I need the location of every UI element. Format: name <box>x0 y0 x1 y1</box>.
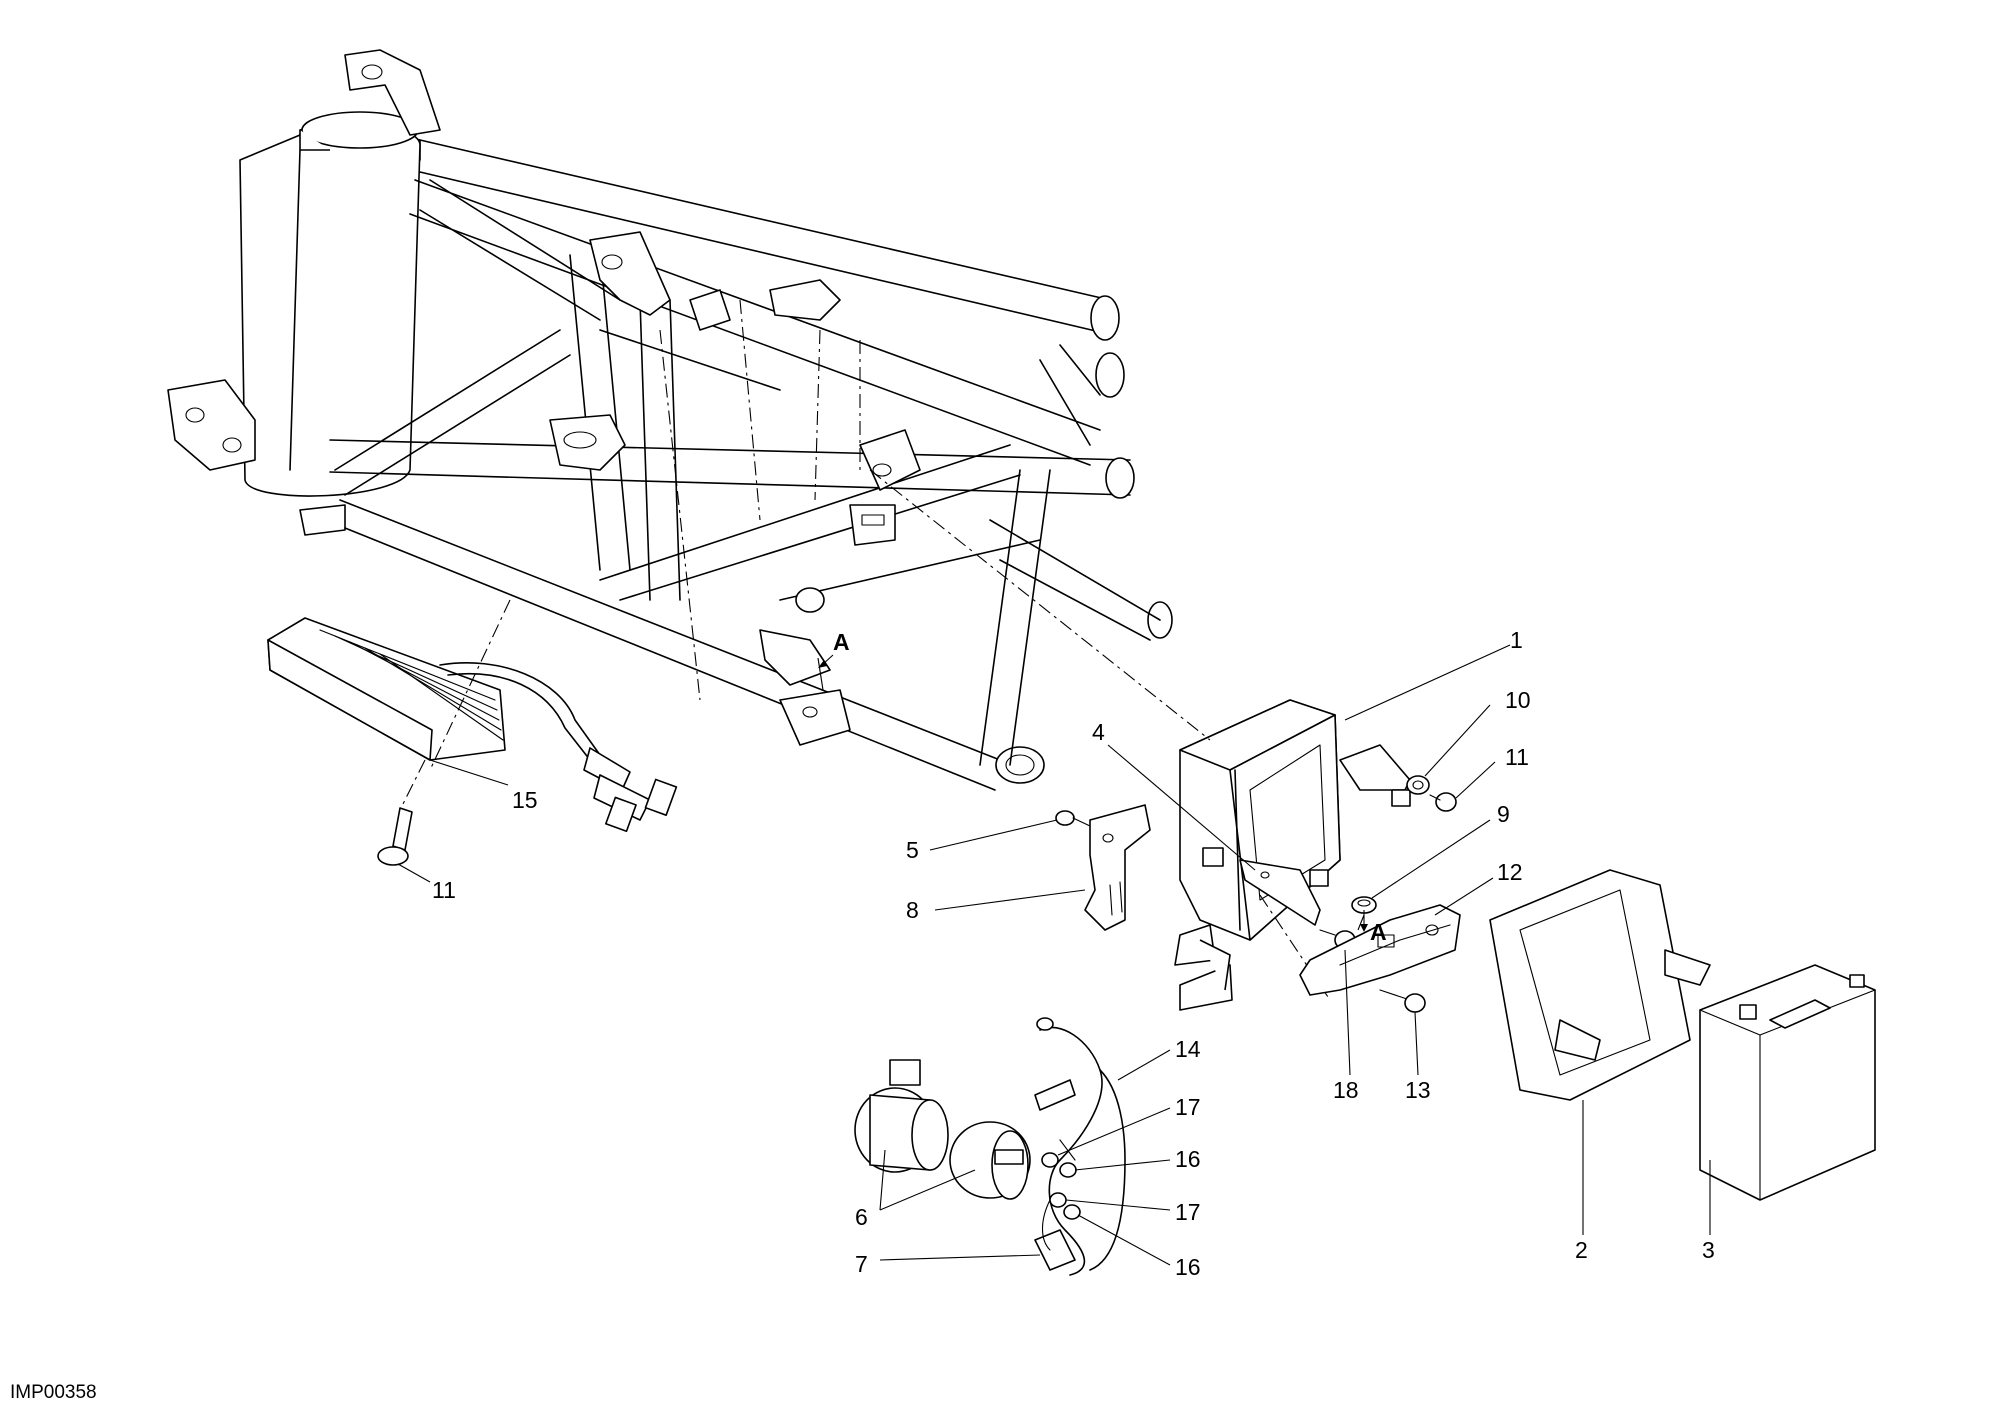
callout-11-right: 11 <box>1505 744 1529 770</box>
figure-code: IMP00358 <box>10 1382 97 1403</box>
callout-16-lower: 16 <box>1175 1254 1201 1280</box>
callout-13: 13 <box>1405 1077 1431 1103</box>
callout-9: 9 <box>1497 801 1510 827</box>
nut-16-lower <box>1063 1204 1081 1220</box>
callout-5: 5 <box>906 837 919 863</box>
reference-mark-a-frame: A <box>833 629 850 655</box>
callout-17-lower: 17 <box>1175 1199 1201 1225</box>
relay-6 <box>854 1059 1031 1200</box>
callout-11-left: 11 <box>432 877 456 903</box>
bracket-8 <box>1084 804 1151 931</box>
callout-labels: 1 10 11 9 12 4 5 8 15 11 14 17 16 17 16 … <box>432 627 1715 1280</box>
screw-5 <box>1055 810 1091 827</box>
battery <box>1699 964 1876 1201</box>
callout-8: 8 <box>906 897 919 923</box>
reference-mark-a-holder: A <box>1370 919 1387 945</box>
clip-7 <box>1034 1199 1076 1271</box>
callout-12: 12 <box>1497 859 1523 885</box>
washer-10 <box>1406 775 1430 795</box>
callout-3: 3 <box>1702 1237 1715 1263</box>
callout-1: 1 <box>1510 627 1523 653</box>
nut-16-upper <box>1059 1162 1077 1178</box>
battery-cover <box>1489 869 1711 1101</box>
leader-lines <box>397 644 1711 1266</box>
motorcycle-frame <box>167 49 1173 791</box>
support-plate-12 <box>1299 904 1461 996</box>
screw-13 <box>1379 989 1426 1013</box>
callout-10: 10 <box>1505 687 1531 713</box>
callout-17-upper: 17 <box>1175 1094 1201 1120</box>
callout-15: 15 <box>512 787 538 813</box>
callout-14: 14 <box>1175 1036 1201 1062</box>
callout-4: 4 <box>1092 719 1105 745</box>
bracket-4 <box>1239 859 1321 926</box>
washer-17-lower <box>1049 1192 1067 1208</box>
screw-11-right <box>1429 792 1457 812</box>
callout-2: 2 <box>1575 1237 1588 1263</box>
reference-marks: A A <box>818 629 1387 945</box>
callout-18: 18 <box>1333 1077 1359 1103</box>
callout-16-upper: 16 <box>1175 1146 1201 1172</box>
callout-7: 7 <box>855 1251 868 1277</box>
cable-14 <box>1034 1017 1126 1276</box>
washer-17-upper <box>1041 1152 1059 1168</box>
voltage-regulator <box>267 599 678 833</box>
callout-6: 6 <box>855 1204 868 1230</box>
screw-left <box>377 807 413 866</box>
